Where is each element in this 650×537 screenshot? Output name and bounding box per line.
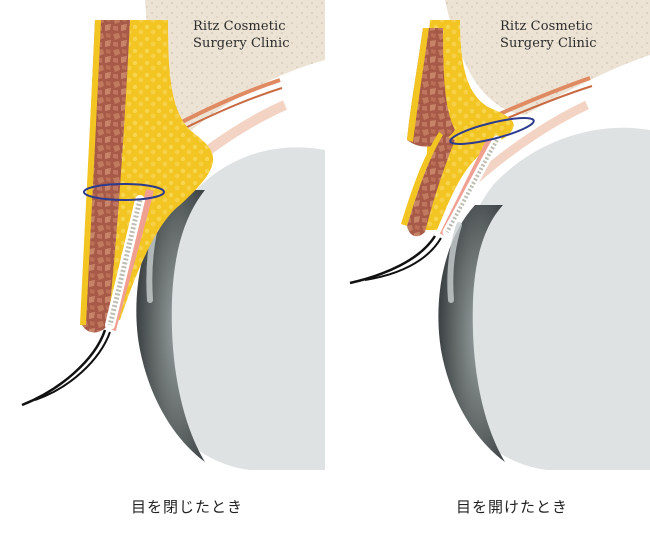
caption-open: 目を開けたとき bbox=[456, 496, 568, 517]
eyelashes bbox=[22, 330, 105, 405]
clinic-brand: Ritz Cosmetic Surgery Clinic bbox=[500, 18, 597, 52]
brand-line-1: Ritz Cosmetic bbox=[500, 18, 597, 35]
clinic-brand: Ritz Cosmetic Surgery Clinic bbox=[193, 18, 290, 52]
caption-closed: 目を閉じたとき bbox=[131, 496, 243, 517]
brand-line-1: Ritz Cosmetic bbox=[193, 18, 290, 35]
open-eye-illustration bbox=[325, 0, 650, 537]
brand-line-2: Surgery Clinic bbox=[193, 35, 290, 52]
closed-eye-illustration bbox=[0, 0, 325, 537]
open-eye-panel: Ritz Cosmetic Surgery Clinic 目を開けたとき bbox=[325, 0, 650, 537]
brand-line-2: Surgery Clinic bbox=[500, 35, 597, 52]
closed-eye-panel: Ritz Cosmetic Surgery Clinic 目を閉じたとき bbox=[0, 0, 325, 537]
